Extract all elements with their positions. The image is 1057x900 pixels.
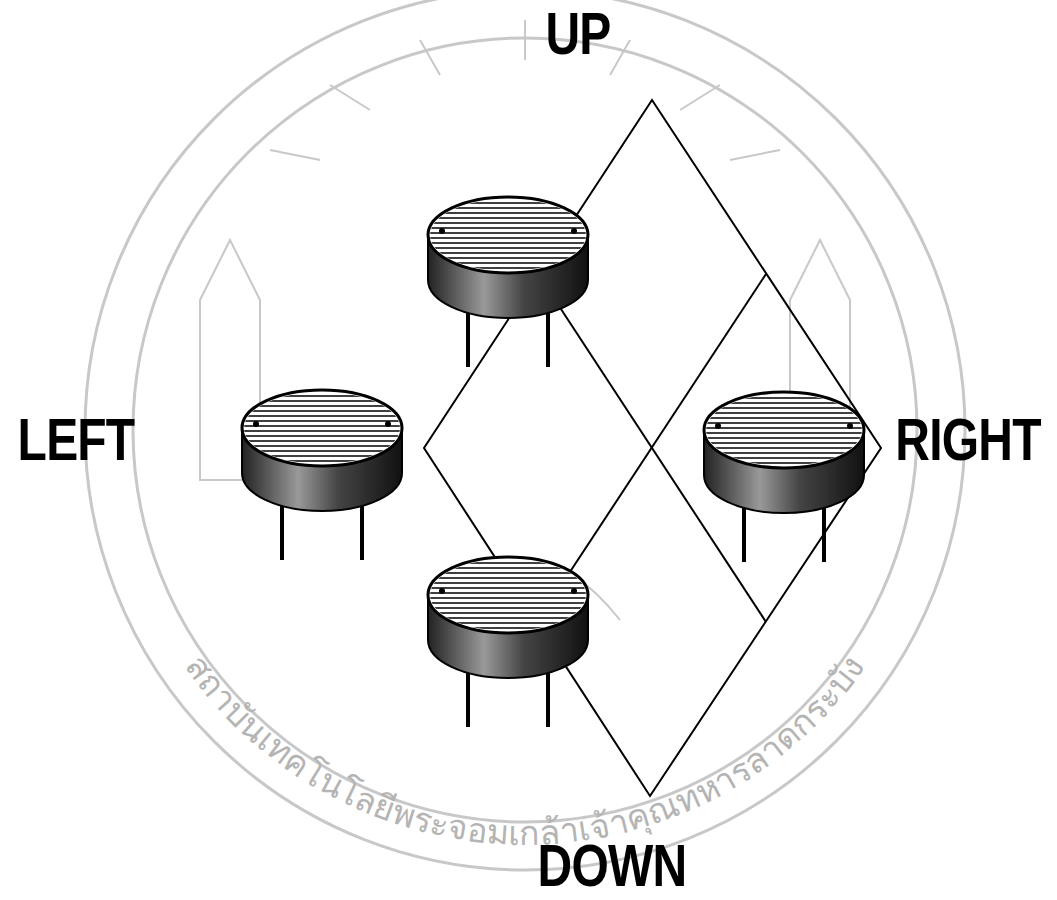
direction-label: RIGHT <box>895 410 1040 470</box>
watermark-seal <box>85 0 965 870</box>
photoresistor <box>428 197 588 367</box>
direction-label: DOWN <box>538 836 687 896</box>
direction-label: UP <box>545 4 610 64</box>
direction-label: LEFT <box>18 410 135 470</box>
sensor-layout-diamond <box>424 100 881 796</box>
photoresistor <box>428 557 588 727</box>
photoresistor <box>242 390 402 560</box>
photoresistor <box>704 392 864 562</box>
